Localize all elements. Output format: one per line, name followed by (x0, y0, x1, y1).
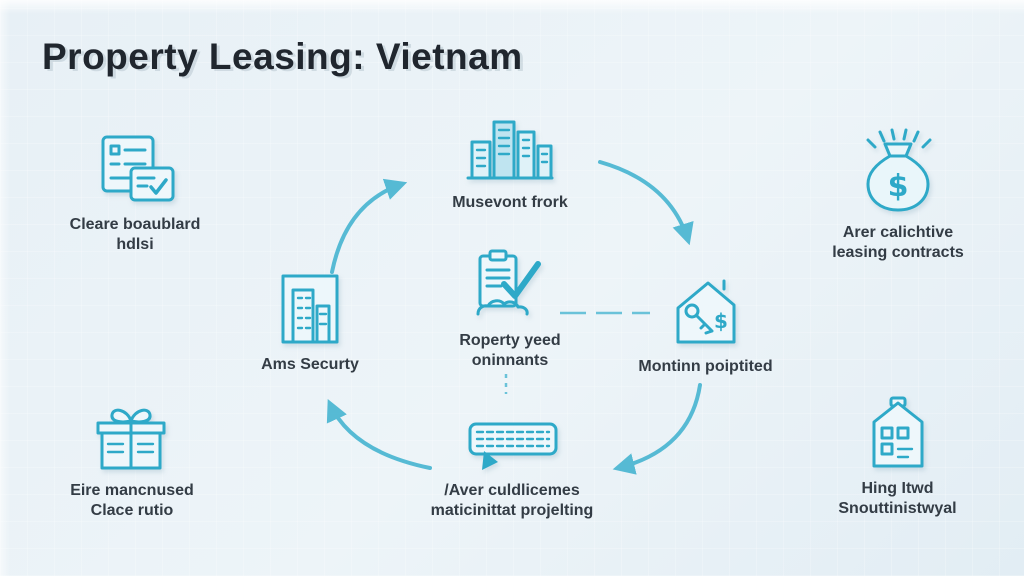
house-key-icon: $ (676, 279, 735, 344)
node-label-line: Eire mancnused (70, 482, 194, 499)
arrow-top-to-right (598, 160, 694, 246)
money-bag-icon: $ (866, 128, 932, 212)
node-label-line: Ams Securty (261, 356, 359, 373)
gift-box-icon (96, 408, 166, 470)
node-label-line: Roperty yeed (459, 332, 561, 349)
node-building: Ams Securty (240, 272, 380, 375)
city-buildings-icon (466, 120, 554, 180)
node-house-key: $ Montinn poiptited (623, 276, 788, 377)
node-city: Musevont frork (425, 116, 595, 213)
node-label-line: Montinn poiptited (638, 358, 773, 375)
node-label-line: Cleare boaublard (69, 216, 201, 233)
keyboard-cursor-icon (468, 422, 558, 470)
node-label-line: oninnants (471, 352, 549, 369)
node-label-line: /Aver culdlicemes (444, 482, 580, 499)
clipboard-check-icon (476, 249, 541, 316)
node-label-line: hdlsi (116, 236, 154, 253)
node-house-document: Hing Itwd Snouttinistwyal (810, 396, 985, 519)
node-label-line: leasing contracts (832, 244, 964, 261)
node-checklist: Cleare boaublard hdlsi (55, 132, 215, 255)
svg-text:$: $ (888, 169, 909, 204)
node-label-line: Musevont frork (452, 194, 568, 211)
node-money-bag: $ Arer calichtive leasing contracts (803, 128, 993, 263)
node-label-line: Arer calichtive (842, 224, 954, 241)
node-label-line: Hing Itwd (861, 480, 934, 497)
checklist-icon (101, 135, 175, 202)
node-keyboard: /Aver culdlicemes maticinittat projeltin… (402, 418, 622, 521)
node-label-line: maticinittat projelting (430, 502, 594, 519)
arrow-right-to-bottom (612, 383, 702, 475)
office-building-icon (281, 274, 339, 344)
svg-text:$: $ (714, 309, 728, 333)
page-title: Property Leasing: Vietnam (42, 36, 523, 77)
node-clipboard: Roperty yeed oninnants (425, 246, 595, 371)
node-label-line: Snouttinistwyal (838, 500, 957, 517)
node-label-line: Clace rutio (90, 502, 174, 519)
node-gift-box: Eire mancnused Clace rutio (48, 406, 216, 521)
arrow-left-to-top (330, 178, 408, 274)
house-document-icon (872, 396, 923, 468)
